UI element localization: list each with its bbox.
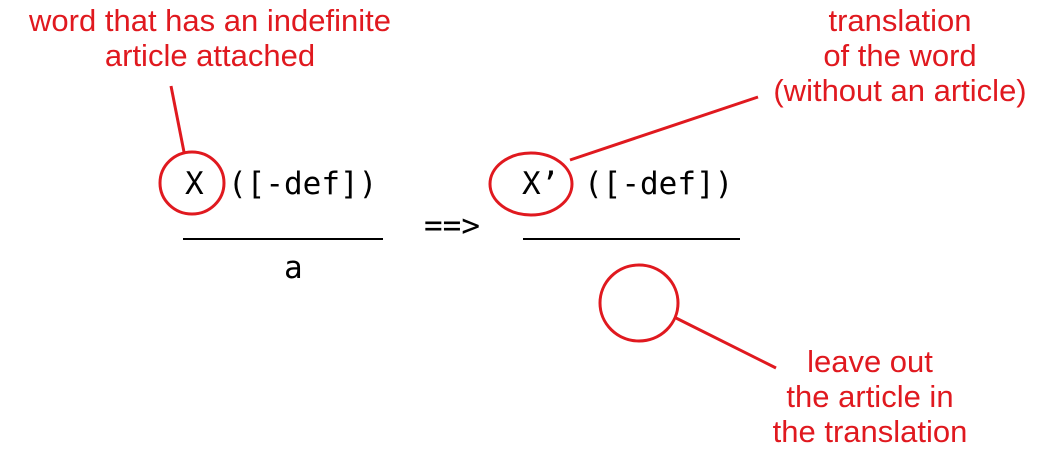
left-below-article: a — [284, 250, 303, 286]
leave-out-pointer — [675, 316, 777, 370]
note-line: the translation — [772, 414, 968, 449]
translation-circle — [488, 151, 574, 217]
left-symbol: X — [185, 166, 204, 202]
right-symbol: X’ — [522, 166, 560, 202]
note-line: translation — [828, 3, 972, 38]
translation-pointer — [569, 95, 759, 162]
note-leave-out: leave out the article in the translation — [745, 344, 995, 449]
empty-article-circle — [598, 263, 680, 343]
note-line: leave out — [807, 344, 933, 379]
note-line: article attached — [104, 38, 316, 73]
note-line: the article in — [786, 379, 954, 414]
note-translation: translation of the word (without an arti… — [745, 3, 1055, 108]
rewrite-arrow: ==> — [424, 208, 480, 244]
left-feature: ([-def]) — [228, 166, 378, 202]
source-word-pointer — [169, 85, 186, 153]
note-line: (without an article) — [773, 73, 1027, 108]
right-feature: ([-def]) — [584, 166, 734, 202]
source-word-circle — [158, 150, 226, 216]
note-source-word: word that has an indefinite article atta… — [0, 3, 420, 73]
note-line: word that has an indefinite — [29, 3, 391, 38]
note-line: of the word — [823, 38, 977, 73]
